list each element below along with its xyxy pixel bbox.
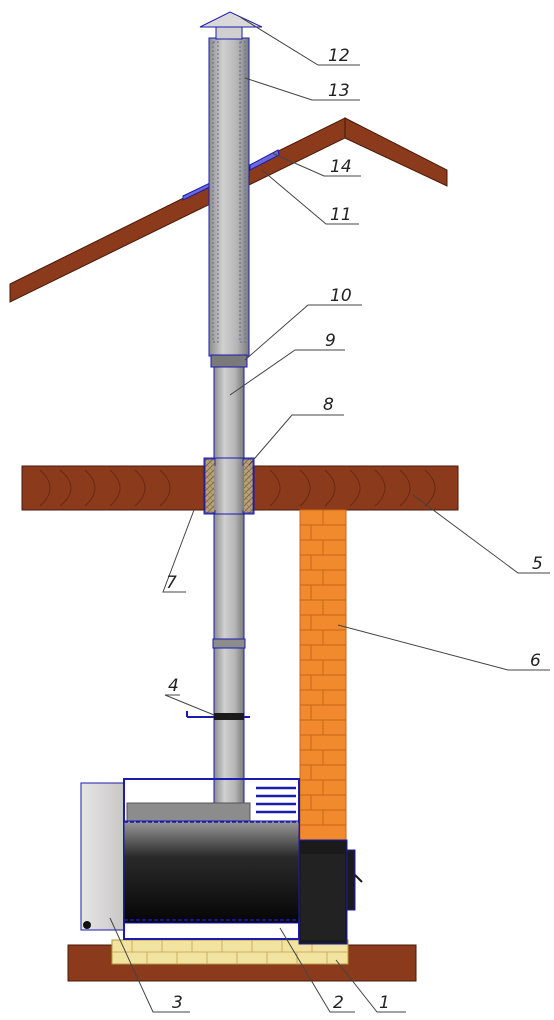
firebox-door [346, 849, 356, 911]
leader-5 [412, 494, 550, 574]
leader-14 [271, 152, 361, 177]
callout-6: 6 [530, 651, 541, 671]
leader-4 [164, 694, 215, 716]
leader-2 [279, 927, 355, 1013]
pipe-clamp [212, 638, 246, 649]
ceiling-pass-through [203, 457, 255, 515]
foundation [67, 939, 417, 982]
sandwich-pipe [208, 37, 250, 368]
leader-7 [162, 509, 195, 593]
callout-4: 4 [168, 676, 179, 696]
callout-11: 11 [330, 205, 352, 225]
chimney-pipe [186, 354, 250, 804]
leader-8 [248, 414, 344, 466]
callout-9: 9 [325, 331, 336, 351]
callout-labels: 1 2 3 4 5 6 7 8 9 10 11 12 13 14 [166, 46, 543, 1013]
leader-6 [337, 624, 550, 671]
callout-3: 3 [172, 993, 183, 1013]
callout-14: 14 [330, 157, 352, 177]
damper [186, 711, 250, 720]
leader-12 [239, 16, 360, 66]
callout-7: 7 [166, 573, 177, 593]
callout-1: 1 [379, 993, 390, 1013]
leader-lines [109, 16, 550, 1013]
leader-3 [109, 917, 190, 1013]
roof-flashing-right [249, 149, 280, 171]
chimney-cap [199, 11, 263, 40]
brick-wall [299, 509, 347, 841]
leader-1 [335, 959, 406, 1013]
stove [80, 778, 363, 945]
callout-2: 2 [333, 993, 344, 1013]
callout-5: 5 [532, 554, 543, 574]
stove-side-panel [80, 782, 125, 931]
roof-slope-left [9, 117, 346, 303]
callout-12: 12 [328, 46, 350, 66]
leader-11 [261, 169, 359, 225]
leader-10 [244, 304, 362, 361]
roof-slope-right [344, 117, 448, 187]
callout-10: 10 [330, 286, 352, 306]
callout-8: 8 [323, 395, 334, 415]
leader-9 [229, 349, 345, 396]
callout-13: 13 [328, 81, 350, 101]
leader-13 [244, 77, 360, 101]
sandwich-transition [210, 354, 248, 368]
